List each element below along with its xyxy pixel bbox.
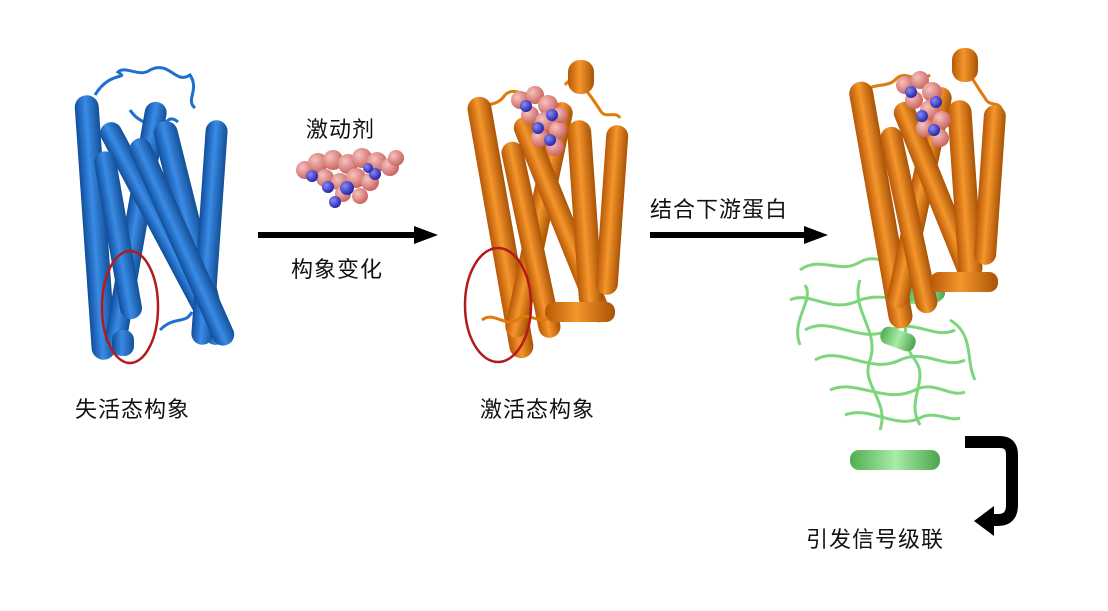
inactive-highlight-circle: [100, 249, 160, 365]
complex-bound-ligand: [896, 71, 951, 147]
inactive-helix-8: [112, 330, 134, 356]
label-active-conformation: 激活态构象: [480, 398, 596, 423]
label-signal-cascade: 引发信号级联: [806, 528, 945, 553]
inactive-receptor: [74, 66, 235, 365]
inactive-loop-bottom: [158, 311, 194, 332]
active-highlight-circle: [463, 246, 533, 364]
label-bind-downstream-protein: 结合下游蛋白: [650, 198, 789, 223]
inactive-loop-top: [93, 66, 197, 110]
bind-downstream-arrow: [650, 226, 828, 244]
signal-cascade-arrow: [965, 436, 1018, 536]
active-bound-ligand: [511, 86, 568, 156]
active-receptor: [463, 60, 629, 364]
label-inactive-conformation: 失活态构象: [75, 398, 191, 423]
agonist-molecule: [296, 148, 404, 208]
label-conformational-change: 构象变化: [291, 258, 384, 283]
conformational-change-arrow: [258, 226, 438, 244]
receptor-complex: [789, 48, 1006, 470]
label-agonist: 激动剂: [306, 118, 376, 143]
